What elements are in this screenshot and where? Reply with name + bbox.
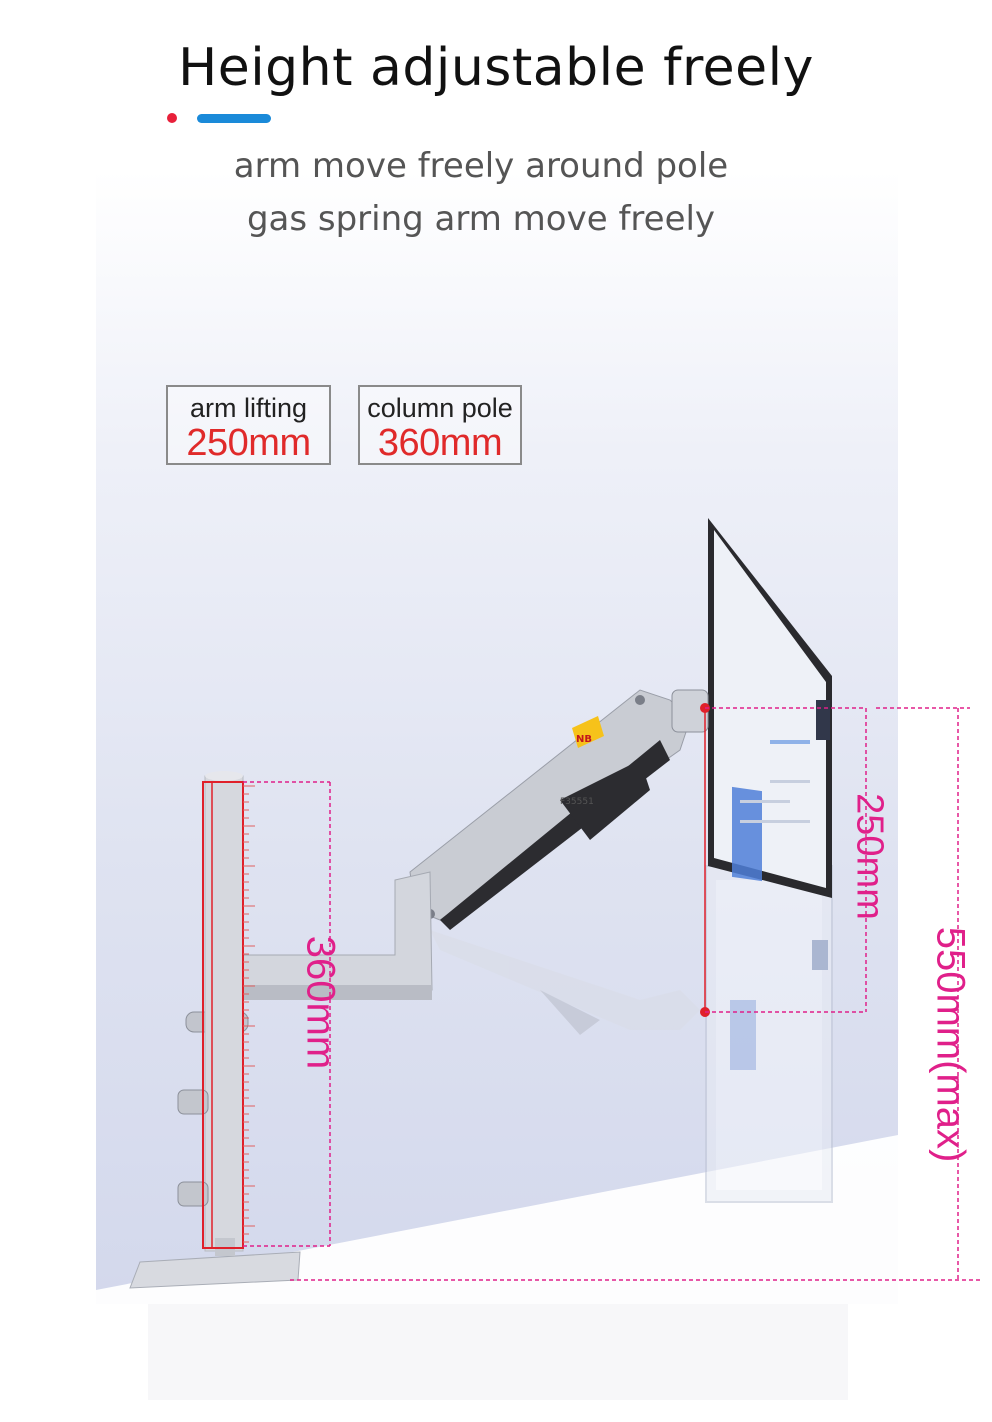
spec-arm-lifting-value: 250mm xyxy=(186,422,311,464)
max-height-overlay xyxy=(290,707,980,1281)
spec-arm-lifting-label: arm lifting xyxy=(189,393,308,423)
accent-dot xyxy=(167,113,177,123)
column-pole xyxy=(129,771,301,1289)
bottom-strip xyxy=(148,1304,848,1400)
pole-height-label: 360mm xyxy=(298,935,343,1070)
accent-bar xyxy=(197,114,271,123)
subtitle-line-2: gas spring arm move freely xyxy=(246,199,716,239)
scale-ticks xyxy=(243,785,255,1243)
arm-lift-label: 250mm xyxy=(848,793,891,920)
brand-logo: NB xyxy=(576,734,592,745)
gas-spring-arm: NB F35551 xyxy=(409,689,709,930)
model-number: F35551 xyxy=(560,797,594,807)
lowered-monitor-ghost xyxy=(430,865,833,1203)
pole-scale-overlay xyxy=(202,781,331,1249)
spec-column-pole-label: column pole xyxy=(367,393,513,423)
spec-column-pole: column pole 360mm xyxy=(358,385,522,465)
max-height-label: 550mm(max) xyxy=(928,926,973,1163)
spec-arm-lifting: arm lifting 250mm xyxy=(166,385,331,465)
arm-lift-overlay xyxy=(700,703,867,1017)
page-title: Height adjustable freely xyxy=(178,38,814,98)
spec-column-pole-value: 360mm xyxy=(377,422,503,464)
subtitle-line-1: arm move freely around pole xyxy=(233,146,729,186)
